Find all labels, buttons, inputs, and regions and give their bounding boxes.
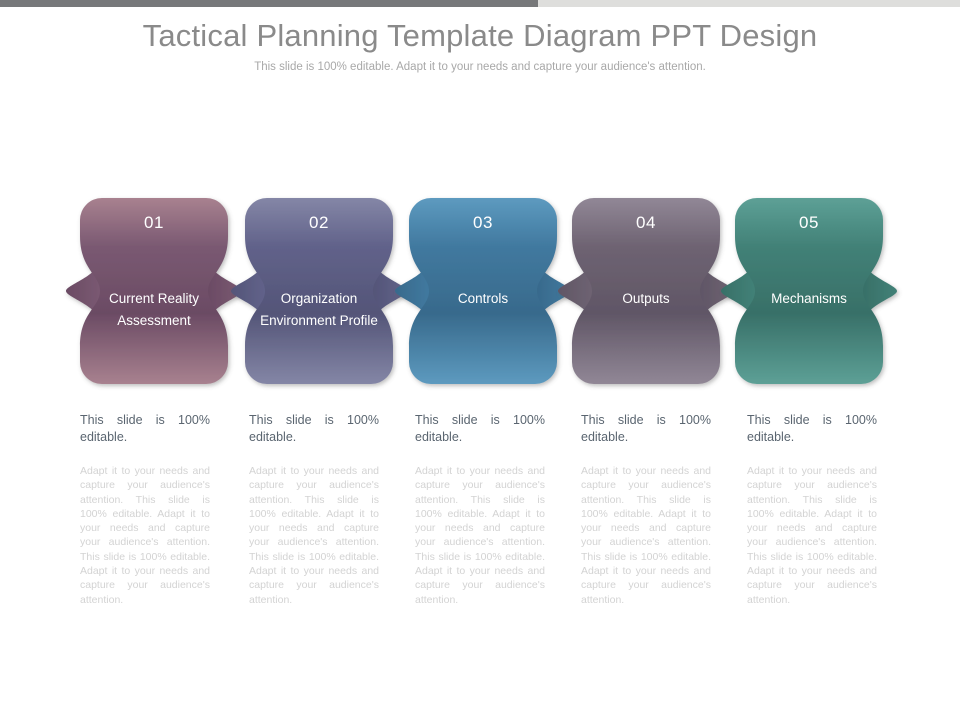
top-progress-bar (0, 0, 960, 7)
description-body: Adapt it to your needs and capture your … (581, 465, 711, 606)
description-body: Adapt it to your needs and capture your … (747, 465, 877, 606)
diagram-node-label: Organization Environment Profile (260, 291, 378, 328)
description-column-4: This slide is 100% editable. Adapt it to … (581, 412, 711, 621)
diagram-node-number: 03 (473, 213, 493, 232)
description-column-row: This slide is 100% editable. Adapt it to … (0, 412, 960, 652)
diagram-node-shape (395, 198, 571, 384)
diagram-node-number: 05 (799, 213, 819, 232)
description-column-5: This slide is 100% editable. Adapt it to … (747, 412, 877, 621)
description-column-3: This slide is 100% editable. Adapt it to … (415, 412, 545, 621)
slide-header: Tactical Planning Template Diagram PPT D… (0, 16, 960, 74)
diagram-node-shape (231, 198, 407, 384)
diagram-node-shape (558, 198, 734, 384)
diagram-node-label: Controls (457, 291, 509, 306)
diagram-node-number: 04 (636, 213, 656, 232)
top-progress-fill (0, 0, 538, 7)
description-lead: This slide is 100% editable. (80, 413, 210, 444)
diagram-node-label: Outputs (622, 291, 670, 306)
description-lead: This slide is 100% editable. (747, 413, 877, 444)
diagram-node-shape (66, 198, 242, 384)
page-subtitle: This slide is 100% editable. Adapt it to… (254, 61, 706, 73)
diagram-node-number: 01 (144, 213, 164, 232)
description-lead: This slide is 100% editable. (581, 413, 711, 444)
description-column-1: This slide is 100% editable. Adapt it to … (80, 412, 210, 621)
description-column-2: This slide is 100% editable. Adapt it to … (249, 412, 379, 621)
diagram-node-label: Mechanisms (771, 291, 847, 306)
diagram-node-shape (721, 198, 897, 384)
description-lead: This slide is 100% editable. (415, 413, 545, 444)
description-lead: This slide is 100% editable. (249, 413, 379, 444)
description-body: Adapt it to your needs and capture your … (249, 465, 379, 606)
page-title: Tactical Planning Template Diagram PPT D… (142, 18, 818, 53)
description-body: Adapt it to your needs and capture your … (415, 465, 545, 606)
diagram-node-label: Current Reality Assessment (108, 291, 200, 328)
description-body: Adapt it to your needs and capture your … (80, 465, 210, 606)
diagram-node-number: 02 (309, 213, 329, 232)
